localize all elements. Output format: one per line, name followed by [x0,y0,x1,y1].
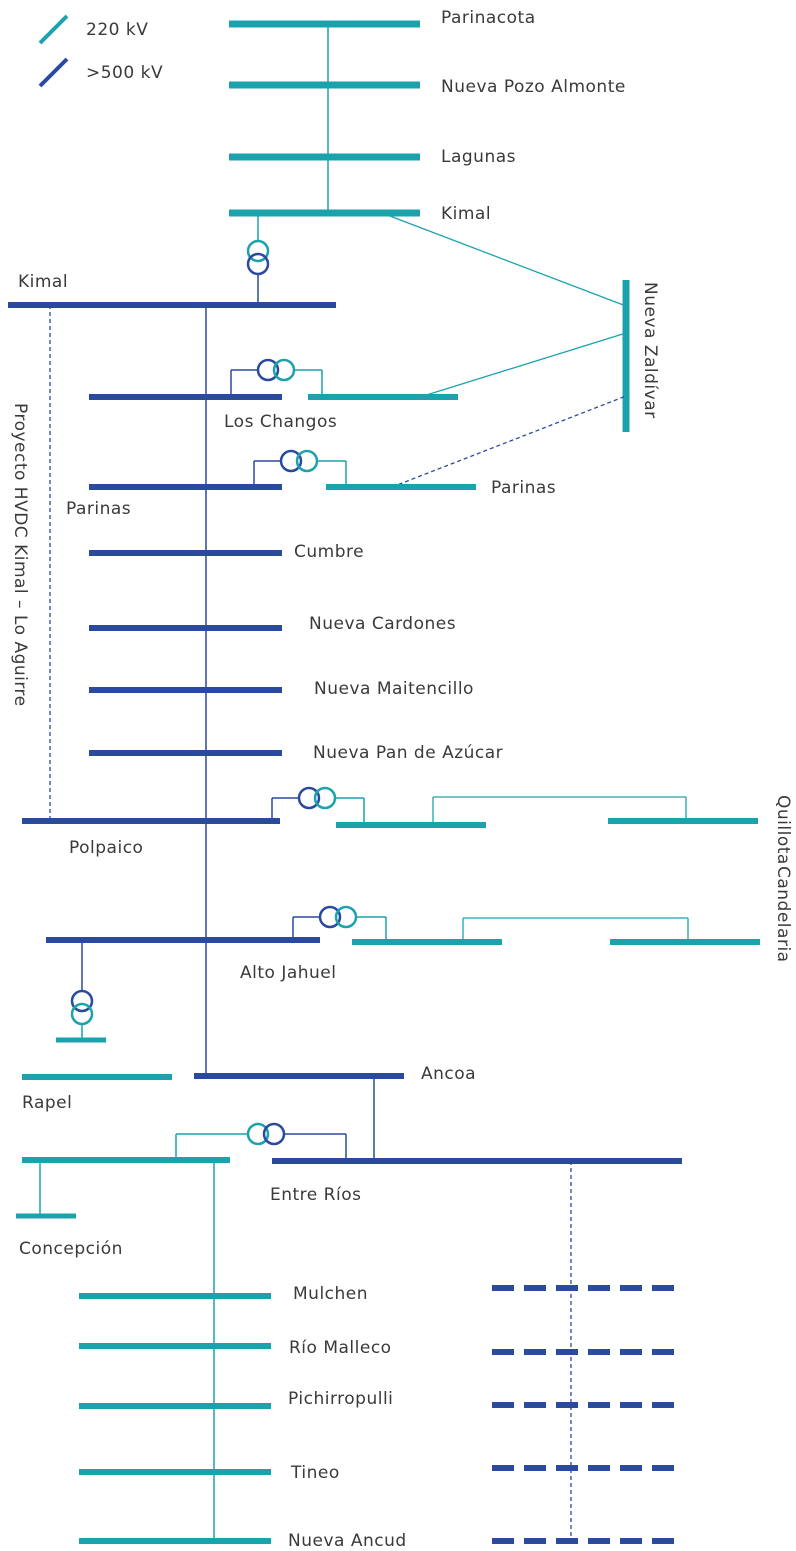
label-nueva-cardones: Nueva Cardones [309,614,456,634]
line-kimal-zaldivar [381,212,627,307]
label-tineo: Tineo [290,1463,340,1483]
jahuel-transformer-500-coil [318,905,342,929]
southern-220kv-system: Mulchen Río Malleco Pichirropulli Tineo … [79,1160,407,1551]
label-nueva-pozo-almonte: Nueva Pozo Almonte [441,77,626,97]
label-nueva-ancud: Nueva Ancud [288,1531,407,1551]
rapel-transformer-220-coil [70,1002,94,1026]
label-quillota: Quillota [773,795,793,865]
label-parinas-500: Parinas [66,499,131,519]
label-lagunas: Lagunas [441,147,516,167]
legend-500kv-swatch [38,57,69,88]
legend-220kv-swatch [38,14,69,45]
label-ancoa: Ancoa [421,1064,476,1084]
alto-jahuel-system: Alto Jahuel Candelaria [46,866,793,983]
rapel-system: Rapel [22,940,172,1113]
label-parinas-220: Parinas [491,478,556,498]
label-concepcion: Concepción [19,1239,123,1259]
legend-220kv-label: 220 kV [86,20,148,40]
ancoa-system: Ancoa [194,1064,476,1161]
parinas-system: Parinas Parinas [66,449,556,519]
label-kimal-220: Kimal [441,204,491,224]
kimal-500kv-system: Kimal [8,213,336,308]
entrerios-transformer-220-coil [246,1122,270,1146]
label-mulchen: Mulchen [293,1284,368,1304]
label-hvdc-project: Proyecto HVDC Kimal – Lo Aguirre [10,403,30,707]
label-nueva-maitencillo: Nueva Maitencillo [314,679,474,699]
changos-transformer-500-coil [256,358,280,382]
label-nueva-zaldivar: Nueva Zaldívar [640,282,660,419]
label-candelaria: Candelaria [773,866,793,963]
line-parinas-zaldivar [391,395,627,488]
label-nueva-pan-de-azucar: Nueva Pan de Azúcar [313,743,503,763]
label-cumbre: Cumbre [294,542,364,562]
polpaico-system: Polpaico Quillota [22,786,793,865]
label-rio-malleco: Río Malleco [289,1338,392,1358]
parinas-transformer-500-coil [279,449,303,473]
kimal-transformer-500-coil [246,252,270,276]
legend: 220 kV >500 kV [38,14,163,88]
label-kimal-500: Kimal [18,272,68,292]
legend-500kv-label: >500 kV [86,63,163,83]
entre-rios-system: Entre Ríos Concepción [16,1122,682,1259]
northern-220kv-system: Parinacota Nueva Pozo Almonte Lagunas Ki… [229,8,626,224]
southern-500kv-planned [492,1161,682,1544]
los-changos-system: Los Changos [89,358,458,432]
label-rapel: Rapel [22,1093,72,1113]
label-los-changos: Los Changos [224,412,337,432]
polpaico-transformer-500-coil [297,786,321,810]
kimal-transformer-220-coil [246,239,270,263]
label-alto-jahuel: Alto Jahuel [240,963,337,983]
rapel-transformer-500-coil [70,989,94,1013]
nueva-zaldivar-system: Nueva Zaldívar [381,212,660,488]
label-polpaico: Polpaico [69,838,143,858]
label-pichirropulli: Pichirropulli [288,1389,393,1409]
central-500kv-buses: Cumbre Nueva Cardones Nueva Maitencillo … [89,542,503,763]
line-changos-zaldivar [419,332,627,398]
label-entre-rios: Entre Ríos [270,1185,361,1205]
label-parinacota: Parinacota [441,8,536,28]
